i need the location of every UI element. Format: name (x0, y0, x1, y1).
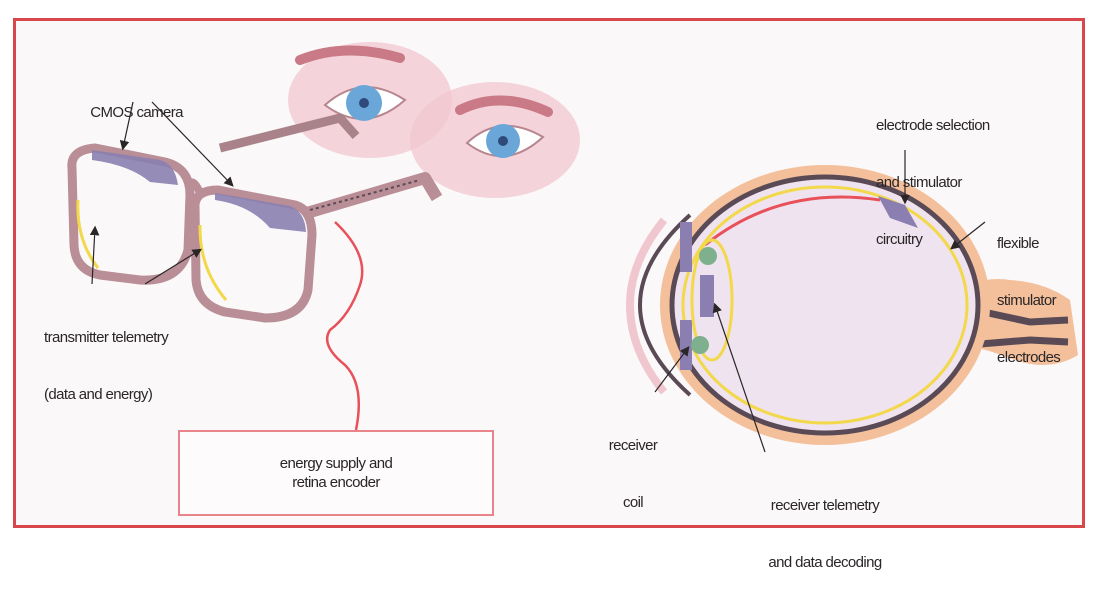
label-transmitter-telemetry-line2: (data and energy) (44, 385, 168, 404)
label-transmitter-telemetry: transmitter telemetry (data and energy) (44, 290, 168, 442)
label-receiver-coil-line1: receiver (600, 436, 666, 455)
label-electrode-selection-line3: circuitry (876, 230, 990, 249)
label-receiver-coil-line2: coil (600, 493, 666, 512)
energy-supply-line2: retina encoder (292, 473, 380, 492)
label-receiver-telemetry: receiver telemetry and data decoding (730, 458, 920, 610)
energy-supply-box: energy supply and retina encoder (178, 430, 494, 516)
label-receiver-coil: receiver coil (600, 398, 666, 550)
cable (327, 222, 362, 430)
diagram-canvas: CMOS camera transmitter telemetry (data … (0, 0, 1104, 540)
label-electrode-selection: electrode selection and stimulator circu… (876, 78, 990, 287)
label-flexible-electrodes-line1: flexible (997, 234, 1060, 253)
label-transmitter-telemetry-line1: transmitter telemetry (44, 328, 168, 347)
label-flexible-electrodes-line2: stimulator (997, 291, 1060, 310)
label-electrode-selection-line1: electrode selection (876, 116, 990, 135)
label-receiver-telemetry-line2: and data decoding (730, 553, 920, 572)
label-receiver-telemetry-line1: receiver telemetry (730, 496, 920, 515)
label-cmos-camera: CMOS camera (76, 84, 183, 141)
label-flexible-electrodes-line3: electrodes (997, 348, 1060, 367)
label-flexible-electrodes: flexible stimulator electrodes (997, 196, 1060, 405)
energy-supply-line1: energy supply and (280, 454, 392, 473)
label-electrode-selection-line2: and stimulator (876, 173, 990, 192)
